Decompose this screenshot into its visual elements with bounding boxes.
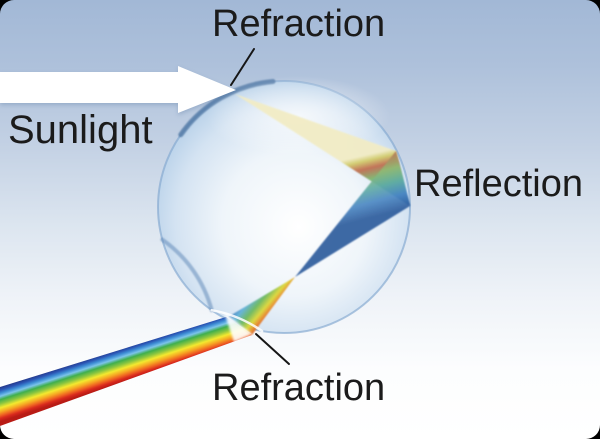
sunlight-arrow-icon xyxy=(0,66,236,113)
label-refraction-top: Refraction xyxy=(212,3,386,45)
label-sunlight: Sunlight xyxy=(8,108,153,152)
exit-rim-highlight xyxy=(210,308,264,333)
label-refraction-bottom: Refraction xyxy=(212,367,386,409)
refracted-beam-internal xyxy=(235,94,410,206)
droplet-exit-rim-arc xyxy=(160,237,214,313)
refraction-top-pointer-line xyxy=(230,48,255,86)
exit-flash-highlight xyxy=(224,312,252,342)
refraction-bottom-pointer-line xyxy=(255,333,290,365)
label-reflection: Reflection xyxy=(414,163,583,205)
reflected-beam-internal xyxy=(295,151,410,277)
exit-rainbow-beam xyxy=(0,317,252,426)
